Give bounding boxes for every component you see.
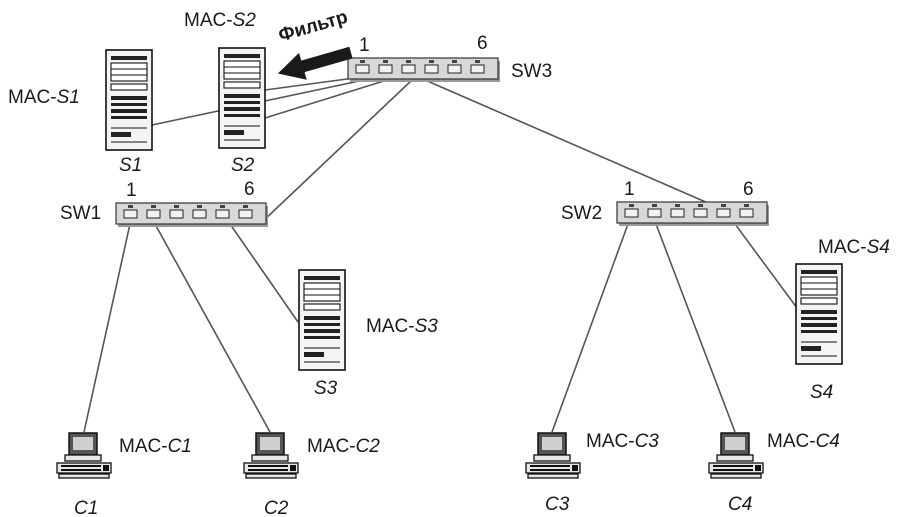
client-c4-name: C4 [728,494,752,515]
server-s4-mac-label: MAC-S4 [818,237,890,258]
filter-arrow [277,46,353,80]
client-c4-mac-label: MAC-C4 [767,431,840,452]
server-s3[interactable]: MAC-S3 S3 [298,269,438,399]
link-sw2-s4 [734,223,801,313]
switch-sw2-port-last: 6 [743,179,754,200]
switch-sw2-name: SW2 [561,203,602,224]
client-c1-name: C1 [74,498,98,517]
switch-sw2[interactable]: 1 6 SW2 [561,179,770,227]
filter-arrow-shape [277,46,353,80]
link-sw2-c4 [655,223,736,433]
switch-sw3-name: SW3 [511,61,552,82]
client-c3-mac-label: MAC-C3 [586,431,659,452]
client-c1[interactable]: MAC-C1 C1 [56,432,192,517]
link-s2b-sw3 [264,79,388,119]
client-c3[interactable]: MAC-C3 C3 [525,431,659,515]
link-sw1-s3 [229,223,299,323]
switch-sw1-port-last: 6 [244,179,255,200]
server-s1-mac-label: MAC-S1 [8,87,80,108]
link-s2-sw3 [264,76,363,91]
client-c2-mac-label: MAC-C2 [307,436,380,457]
client-c4[interactable]: MAC-C4 C4 [708,431,840,515]
client-c2-name: C2 [264,498,289,517]
switch-sw3[interactable]: 1 6 SW3 [347,33,552,83]
link-sw1-c2 [154,223,271,433]
server-s1-name: S1 [119,155,142,176]
link-sw2-c3 [551,223,629,433]
switch-sw3-port-last: 6 [477,33,488,54]
server-s2-mac-label: MAC-S2 [184,10,256,31]
server-s4-name: S4 [810,382,833,403]
link-sw3-sw2 [424,79,748,221]
switch-sw1[interactable]: 1 6 SW1 [60,179,269,228]
link-sw1-c1 [83,223,131,433]
server-s3-name: S3 [314,378,338,399]
client-c2[interactable]: MAC-C2 C2 [243,432,380,517]
server-s2-name: S2 [231,155,255,176]
server-s2[interactable]: MAC-S2 S2 [184,10,266,176]
link-sw3-sw1 [261,79,413,223]
switch-sw1-port-first: 1 [126,180,137,201]
links [83,76,801,433]
client-c1-mac-label: MAC-C1 [119,436,192,457]
switch-sw3-port-first: 1 [359,35,370,56]
server-s4[interactable]: MAC-S4 S4 [795,237,890,403]
client-c3-name: C3 [545,494,570,515]
switch-sw1-name: SW1 [60,203,101,224]
switch-sw2-port-first: 1 [624,179,635,200]
server-s3-mac-label: MAC-S3 [366,316,438,337]
filter-label: Фильтр [276,7,350,47]
server-s1[interactable]: MAC-S1 S1 [8,49,153,176]
